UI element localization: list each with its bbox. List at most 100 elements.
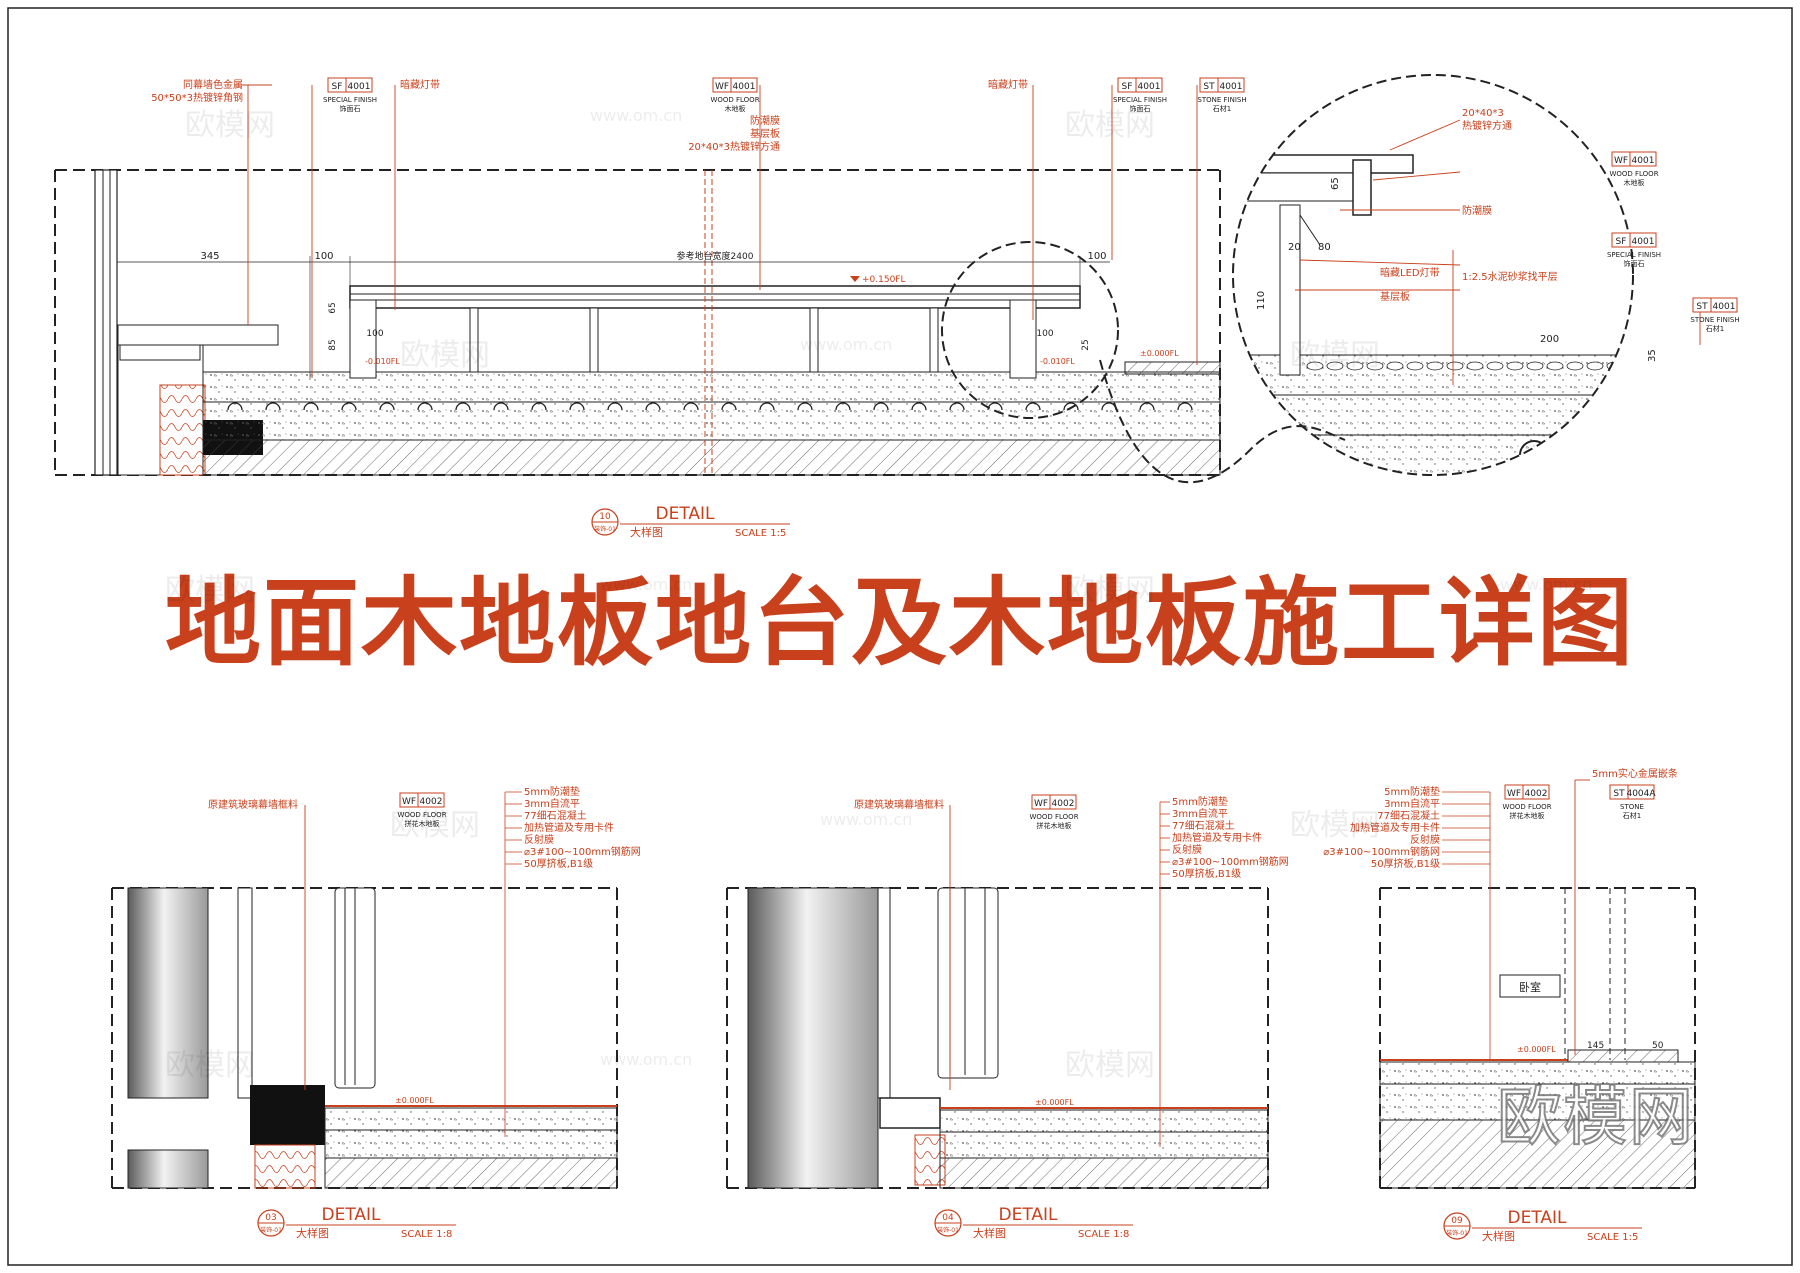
heating-pipe [455, 402, 471, 411]
dim-85: 85 [328, 339, 338, 350]
tag-box [1504, 784, 1550, 800]
tag-box [1031, 794, 1077, 810]
sheet-number: 装饰-01 [260, 1226, 282, 1234]
note-line: 77细石混凝土 [524, 809, 587, 822]
note-line: 3mm自流平 [1384, 797, 1440, 810]
heating-pipe [493, 402, 509, 411]
tag-code: SF [332, 82, 343, 92]
sheet-number: 装饰-01 [1446, 1229, 1468, 1237]
tag-box [1611, 151, 1657, 167]
page-title: 地面木地板地台及木地板施工详图 [165, 567, 1635, 679]
tag-code: ST [1203, 82, 1215, 92]
level-top: +0.150FL [862, 275, 906, 285]
note-line: 加热管道及专用卡件 [524, 821, 614, 834]
detail-label: DETAIL [655, 504, 715, 524]
watermark-url: www.om.cn [600, 1050, 693, 1069]
tag-number: 4001 [348, 82, 371, 92]
detail-scale: SCALE 1:8 [401, 1229, 452, 1240]
watermark: 欧模网 [165, 573, 255, 608]
tag-en: WOOD FLOOR [1609, 170, 1658, 178]
detail-scale: SCALE 1:8 [1078, 1229, 1129, 1240]
level-04: ±0.000FL [1035, 1098, 1074, 1107]
mullion-base-03 [250, 1085, 325, 1145]
zoom-dim-35: 35 [1647, 349, 1658, 362]
platform-leg [809, 307, 819, 373]
tag-cn: 拼花木地板 [1510, 811, 1545, 820]
heating-pipe [1025, 402, 1041, 411]
dim-100c: 100 [366, 329, 383, 339]
heating-pipe [569, 402, 585, 411]
watermark-url: www.om.cn [800, 335, 893, 354]
note-line: 50厚挤板,B1级 [524, 857, 593, 870]
tag-box [1117, 77, 1163, 93]
dim-65: 65 [328, 302, 338, 313]
tag-code: WF [1614, 156, 1628, 166]
detail-sub: 大样图 [296, 1226, 329, 1240]
tag-en: WOOD FLOOR [710, 96, 759, 104]
zoom-dim-65: 65 [1330, 177, 1341, 190]
dim-145: 145 [1587, 1041, 1604, 1051]
detail-sub: 大样图 [973, 1226, 1006, 1240]
zoom-board: 基层板 [1380, 290, 1410, 303]
note-line: 77细石混凝土 [1172, 819, 1235, 832]
note-light2: 暗藏灯带 [988, 78, 1028, 91]
tag-cn: 石材1 [1213, 104, 1231, 113]
tag-code: SF [1122, 82, 1133, 92]
heating-pipe [873, 402, 889, 411]
note-angle: 50*50*3热镀锌角钢 [151, 91, 243, 104]
note-line: 5mm防潮垫 [1172, 795, 1228, 808]
heating-pipe [1063, 402, 1079, 411]
zoom-note-1: 20*40*3 [1462, 108, 1504, 119]
watermark: 欧模网 [165, 1048, 255, 1083]
tag-number: 4002 [420, 797, 443, 807]
detail-scale: SCALE 1:5 [1587, 1232, 1638, 1243]
tag-cn: 饰面石 [340, 104, 361, 113]
watermark: 欧模网 [390, 808, 480, 843]
detail-number: 10 [599, 512, 611, 522]
wf-note-line: 防潮膜 [750, 114, 780, 127]
detail-03-notes: 5mm防潮垫3mm自流平77细石混凝土加热管道及专用卡件反射膜⌀3#100~10… [504, 785, 641, 1137]
mullion [94, 169, 118, 476]
heating-pipe [759, 402, 775, 411]
watermark-url: www.om.cn [1500, 575, 1593, 594]
heating-pipe [797, 402, 813, 411]
level-09: ±0.000FL [1517, 1045, 1556, 1054]
tag-number: 4002 [1525, 789, 1548, 799]
tag-cn: 石材1 [1623, 811, 1641, 820]
zoom-dim-200: 200 [1540, 334, 1559, 345]
note-light1: 暗藏灯带 [400, 78, 440, 91]
left-note-04: 原建筑玻璃幕墙框料 [854, 798, 944, 811]
tag-code: SF [1616, 237, 1627, 247]
level-low1: -0.010FL [365, 357, 400, 366]
detail-label: DETAIL [321, 1205, 381, 1225]
detail-label: DETAIL [998, 1205, 1058, 1225]
watermark-url: www.om.cn [820, 810, 913, 829]
bottom-details: 卧室 ±0.000FL 145 50 5mm实心金属嵌条 ±0.000FL ±0… [111, 767, 1696, 1243]
tag-cn: 拼花木地板 [1037, 821, 1072, 830]
tag-number: 4001 [1220, 82, 1243, 92]
note-line: 3mm自流平 [524, 797, 580, 810]
heating-pipe [1139, 402, 1155, 411]
note-line: ⌀3#100~100mm钢筋网 [524, 845, 641, 858]
dim-50: 50 [1652, 1041, 1664, 1051]
detail-04-notes: 5mm防潮垫3mm自流平77细石混凝土加热管道及专用卡件反射膜⌀3#100~10… [1159, 795, 1289, 1147]
heating-pipe [721, 402, 737, 411]
tag-code: WF [1507, 789, 1521, 799]
wf-note-line: 20*40*3热镀锌方通 [688, 140, 780, 153]
dim-25: 25 [1081, 339, 1091, 350]
tag-code: ST [1696, 302, 1708, 312]
tag-cn: 木地板 [1624, 178, 1645, 187]
tag-number: 4002 [1052, 799, 1075, 809]
tag-code: WF [1034, 799, 1048, 809]
zoom-note-2: 热镀锌方通 [1462, 119, 1512, 132]
tag-number: 4001 [1713, 302, 1736, 312]
note-line: 5mm防潮垫 [1384, 785, 1440, 798]
